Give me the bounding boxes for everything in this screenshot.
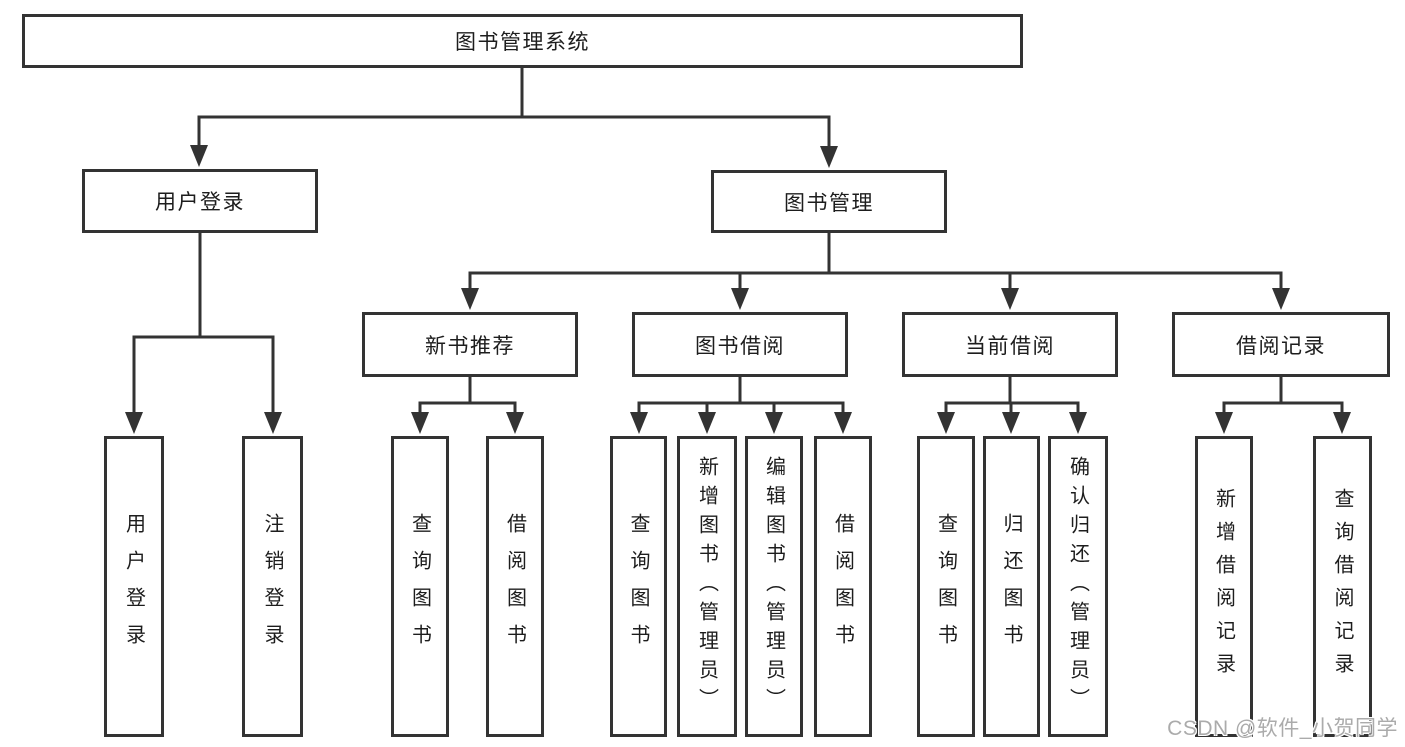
- node-book-management: 图书管理: [711, 170, 947, 233]
- leaf-logout: 注销登录: [242, 436, 303, 737]
- leaf-query-borrow-record: 查询借阅记录: [1313, 436, 1372, 737]
- leaf-add-borrow-record: 新增借阅记录: [1195, 436, 1253, 737]
- node-borrow-records: 借阅记录: [1172, 312, 1390, 377]
- node-new-book-recommend: 新书推荐: [362, 312, 578, 377]
- leaf-add-book-admin: 新增图书（管理员）: [677, 436, 737, 737]
- leaf-edit-book-admin: 编辑图书（管理员）: [745, 436, 803, 737]
- leaf-query-books-borrow: 查询图书: [610, 436, 667, 737]
- node-current-borrow: 当前借阅: [902, 312, 1118, 377]
- leaf-borrow-books-recommend: 借阅图书: [486, 436, 544, 737]
- node-book-borrow: 图书借阅: [632, 312, 848, 377]
- leaf-query-books-current: 查询图书: [917, 436, 975, 737]
- node-root: 图书管理系统: [22, 14, 1023, 68]
- leaf-return-book: 归还图书: [983, 436, 1040, 737]
- leaf-borrow-books: 借阅图书: [814, 436, 872, 737]
- leaf-confirm-return-admin: 确认归还（管理员）: [1048, 436, 1108, 737]
- node-user-login: 用户登录: [82, 169, 318, 233]
- leaf-user-login: 用户登录: [104, 436, 164, 737]
- leaf-query-books-recommend: 查询图书: [391, 436, 449, 737]
- watermark: CSDN @软件_小贺同学: [1167, 717, 1398, 740]
